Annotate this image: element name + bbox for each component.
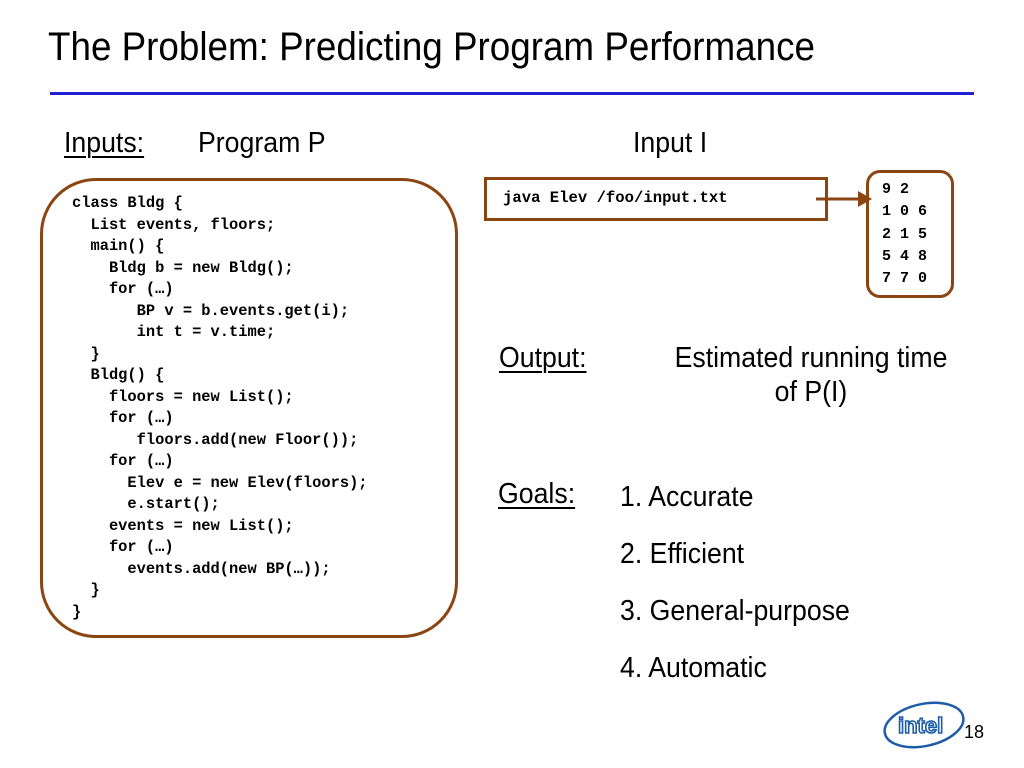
title-divider [50,92,974,95]
program-code-box [40,178,458,638]
goal-item-1: 1. Accurate [620,481,754,513]
program-code: class Bldg { List events, floors; main()… [72,194,368,621]
output-value-line-1: Estimated running time [674,342,948,374]
output-value: Estimated running time of P(I) [636,341,986,409]
inputs-label: Inputs: [64,127,145,159]
intel-logo: intel [883,701,965,749]
goals-label: Goals: [498,478,576,510]
goal-item-4: 4. Automatic [620,652,767,684]
program-label: Program P [198,127,326,159]
goal-item-3: 3. General-purpose [620,595,850,627]
page-title: The Problem: Predicting Program Performa… [48,25,815,69]
input-label: Input I [633,127,708,159]
input-file-contents: 9 2 1 0 6 2 1 5 5 4 8 7 7 0 [882,181,928,288]
output-value-line-2: of P(I) [774,376,848,408]
intel-logo-text: intel [898,713,943,738]
page-number: 18 [964,722,985,742]
goal-item-2: 2. Efficient [620,538,745,570]
command-text: java Elev /foo/input.txt [503,189,728,207]
input-file-box [866,170,954,298]
output-label: Output: [499,342,587,374]
arrow-right-icon [816,191,872,207]
